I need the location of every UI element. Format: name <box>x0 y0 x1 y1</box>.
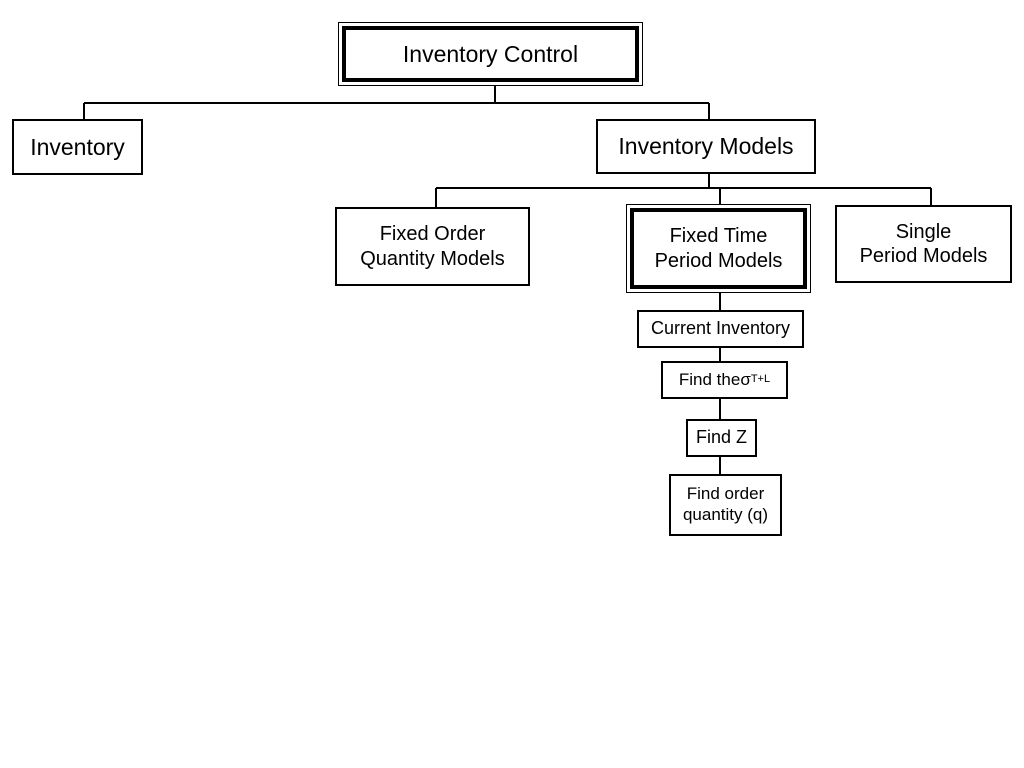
step-find-q-line2: quantity (q) <box>682 505 769 524</box>
node-single-period-models: Single Period Models <box>835 205 1012 283</box>
step-find-q-line1: Find order <box>686 484 765 504</box>
step-current-inventory: Current Inventory <box>637 310 804 348</box>
node-fixed-order-line2: Quantity Models <box>360 247 505 270</box>
node-inventory-models: Inventory Models <box>596 119 816 174</box>
node-fixed-time-label: Fixed Time Period Models <box>630 208 807 289</box>
node-fixed-time-line2: Period Models <box>654 249 783 272</box>
node-fixed-order-line1: Fixed Order <box>379 223 486 246</box>
step-find-z: Find Z <box>686 419 757 457</box>
node-fixed-order-quantity-models: Fixed Order Quantity Models <box>335 207 530 286</box>
step-find-order-quantity: Find order quantity (q) <box>669 474 782 536</box>
node-fixed-time-line1: Fixed Time <box>669 225 768 248</box>
node-fixed-time-period-models: Fixed Time Period Models <box>626 204 811 293</box>
sigma-subscript: T+L <box>750 373 771 386</box>
node-inventory-control-label: Inventory Control <box>342 26 639 82</box>
node-inventory-control: Inventory Control <box>338 22 643 86</box>
sigma-symbol: σ <box>740 369 751 389</box>
node-inventory: Inventory <box>12 119 143 175</box>
step-find-sigma-prefix: Find the <box>678 369 741 389</box>
node-single-period-line1: Single <box>895 220 952 243</box>
node-single-period-line2: Period Models <box>859 245 988 267</box>
